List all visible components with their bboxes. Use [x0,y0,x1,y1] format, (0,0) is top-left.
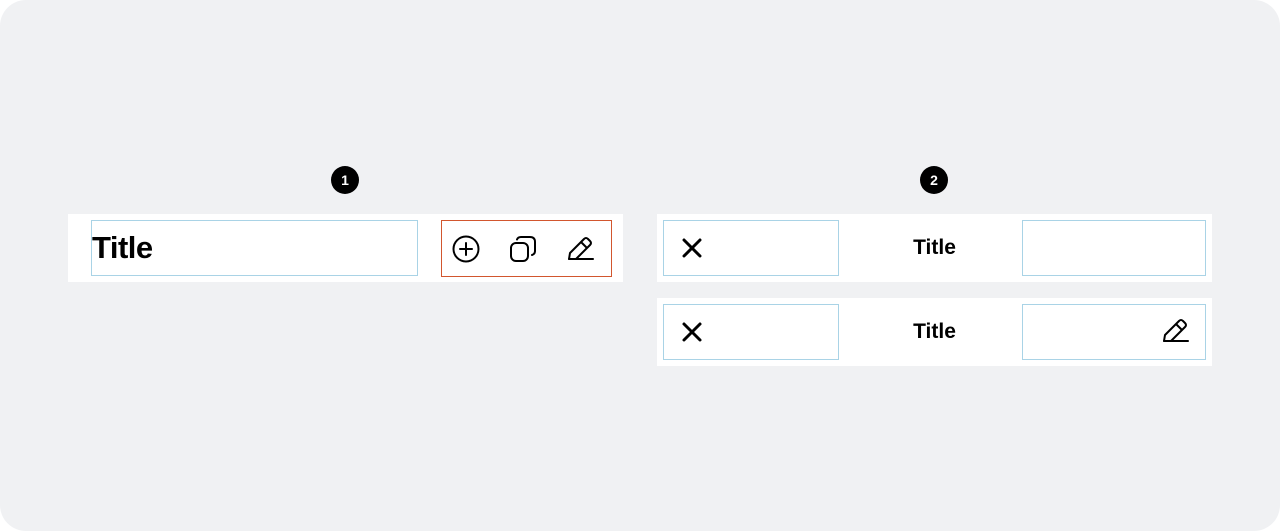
title-slot: Title [91,220,418,276]
plus-circle-icon [452,235,480,263]
close-button[interactable] [678,234,706,262]
add-button[interactable] [450,233,482,265]
header-title: Title [913,320,956,343]
leading-slot [663,220,839,276]
header-bar-variant-2b: Title [657,298,1212,366]
header-bar-variant-1: Title [68,214,623,282]
header-bar-variant-2a: Title [657,214,1212,282]
header-title: Title [913,236,956,259]
leading-slot [663,304,839,360]
close-icon [682,322,702,342]
close-button[interactable] [678,318,706,346]
edit-pencil-icon [568,237,594,260]
edit-button[interactable] [564,233,596,265]
trailing-slot [1022,304,1206,360]
copy-icon [510,236,536,262]
trailing-slot [1022,220,1206,276]
duplicate-button[interactable] [507,233,539,265]
edit-pencil-icon [1163,319,1189,342]
step-marker-2: 2 [920,166,948,194]
edit-button[interactable] [1159,315,1191,347]
close-icon [682,238,702,258]
step-marker-1: 1 [331,166,359,194]
header-title: Title [92,230,153,265]
actions-group [441,220,612,277]
